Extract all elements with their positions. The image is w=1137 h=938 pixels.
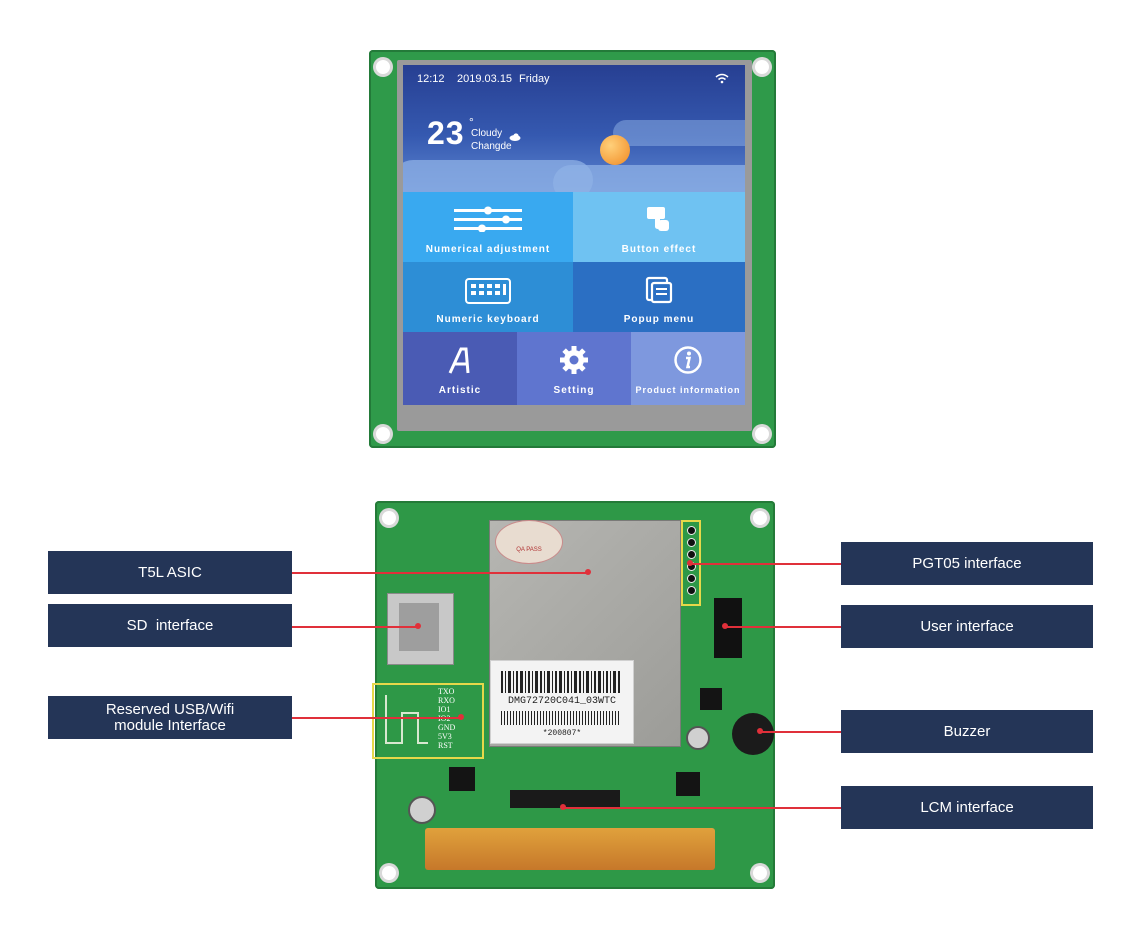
callout-label: T5L ASIC: [138, 563, 202, 581]
tile-label: Product information: [635, 385, 741, 395]
usb-pin-label: IO1: [438, 705, 451, 714]
leader-line: [291, 572, 589, 574]
lcd-screen: 12:12 2019.03.15 Friday 23 ° Cloudy Chan…: [403, 65, 745, 405]
weather-condition: Cloudy: [471, 128, 503, 139]
mounting-hole: [376, 427, 390, 441]
mounting-hole: [753, 511, 767, 525]
mounting-hole: [755, 427, 769, 441]
callout-label: LCM interface: [920, 798, 1014, 816]
callout-label: Buzzer: [943, 722, 991, 740]
tile-numeric-keyboard[interactable]: Numeric keyboard: [403, 262, 573, 332]
leader-dot: [757, 728, 763, 734]
status-date: 2019.03.15: [457, 73, 513, 85]
temperature: 23: [427, 115, 465, 151]
artistic-a-icon: [446, 346, 474, 381]
tile-numerical-adjustment[interactable]: Numerical adjustment: [403, 192, 573, 262]
hot-air-balloon-icon: [600, 135, 630, 165]
usb-pin-label: 5V3: [438, 732, 452, 741]
leader-line: [291, 717, 461, 719]
tile-popup-menu[interactable]: Popup menu: [573, 262, 745, 332]
callout-label-line1: Reserved USB/Wifi: [105, 700, 235, 718]
mounting-hole: [755, 60, 769, 74]
leader-dot: [687, 560, 693, 566]
callout-t5l-asic: T5L ASIC: [48, 551, 292, 594]
leader-dot: [722, 623, 728, 629]
callout-label-line2: module Interface: [114, 716, 226, 734]
callout-usb-wifi-interface: Reserved USB/Wifi module Interface: [48, 696, 292, 739]
tile-label: Setting: [553, 385, 595, 396]
mounting-hole: [382, 866, 396, 880]
mounting-hole: [753, 866, 767, 880]
mounting-hole: [376, 60, 390, 74]
tile-product-information[interactable]: Product information: [631, 332, 745, 405]
tile-setting[interactable]: Setting: [517, 332, 631, 405]
tile-artistic[interactable]: Artistic: [403, 332, 517, 405]
degree-symbol: °: [469, 115, 474, 129]
tile-label: Numeric keyboard: [436, 314, 540, 325]
info-icon: [673, 345, 703, 380]
inductor: [449, 767, 475, 791]
callout-lcm-interface: LCM interface: [841, 786, 1093, 829]
callout-user-interface: User interface: [841, 605, 1093, 648]
tile-label: Artistic: [438, 385, 482, 396]
lot-number: *200807*: [542, 729, 582, 738]
buzzer: [732, 713, 774, 755]
callout-pgt05-interface: PGT05 interface: [841, 542, 1093, 585]
usb-pin-label: RST: [438, 741, 453, 750]
capacitor: [408, 796, 436, 824]
callout-label: User interface: [920, 617, 1014, 635]
hand-press-icon: [644, 204, 674, 239]
callout-label: PGT05 interface: [912, 554, 1022, 572]
callout-label: SD interface: [126, 616, 214, 634]
cloud-shape: [613, 120, 745, 146]
callout-sd-interface: SD interface: [48, 604, 292, 647]
popup-window-icon: [644, 275, 674, 310]
tile-label: Button effect: [621, 244, 697, 255]
leader-dot: [560, 804, 566, 810]
leader-line: [760, 731, 842, 733]
cloud-weather-icon: [509, 128, 521, 146]
barcode-label: DMG72720C041_03WTC *200807*: [490, 660, 634, 744]
tile-label: Popup menu: [623, 314, 695, 325]
part-number: DMG72720C041_03WTC: [507, 696, 617, 707]
user-interface-connector: [714, 598, 742, 658]
gear-icon: [559, 345, 589, 380]
sliders-icon: [454, 206, 522, 237]
keyboard-icon: [465, 278, 511, 309]
leader-line: [563, 807, 842, 809]
usb-pin-label: TXO: [438, 687, 455, 696]
usb-pin-label: GND: [438, 723, 456, 732]
usb-pin-label: RXO: [438, 696, 455, 705]
inductor: [676, 772, 700, 796]
usb-wifi-interface-highlight: TXO RXO IO1 IO2 GND 5V3 RST: [372, 683, 484, 759]
tile-button-effect[interactable]: Button effect: [573, 192, 745, 262]
lcm-flex-cable: [425, 828, 715, 870]
status-weekday: Friday: [519, 73, 550, 85]
tile-label: Numerical adjustment: [425, 244, 551, 255]
leader-line: [725, 626, 842, 628]
antenna-trace-icon: [385, 695, 428, 744]
wifi-icon: [715, 71, 729, 89]
qa-sticker: QA PASS: [495, 520, 563, 564]
leader-dot: [585, 569, 591, 575]
leader-line: [690, 563, 842, 565]
status-time: 12:12: [417, 73, 445, 85]
leader-line: [291, 626, 419, 628]
mounting-hole: [382, 511, 396, 525]
callout-buzzer: Buzzer: [841, 710, 1093, 753]
lcm-connector: [510, 790, 620, 808]
capacitor: [686, 726, 710, 750]
leader-dot: [415, 623, 421, 629]
qa-stamp-text: QA PASS: [516, 547, 542, 553]
leader-dot: [458, 714, 464, 720]
weather-city: Changde: [471, 141, 512, 152]
inductor: [700, 688, 722, 710]
